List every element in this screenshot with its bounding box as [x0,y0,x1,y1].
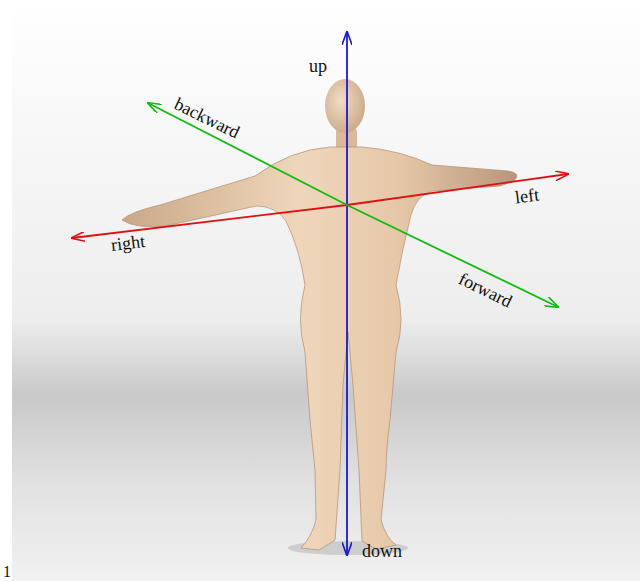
forward-axis [347,205,558,307]
axis-label: right [110,232,146,254]
backdrop [12,0,640,581]
axis-label: forward [455,269,514,310]
axis-label: backward [172,95,243,142]
axis-label: down [362,542,402,560]
axis-label: left [514,186,540,207]
axis-label: up [309,57,327,75]
backward-axis [148,103,347,205]
human-figure [122,79,517,550]
right-axis [72,205,347,238]
figure-number: 1 [3,564,11,580]
up-axis [346,32,348,300]
down-axis [346,300,348,555]
